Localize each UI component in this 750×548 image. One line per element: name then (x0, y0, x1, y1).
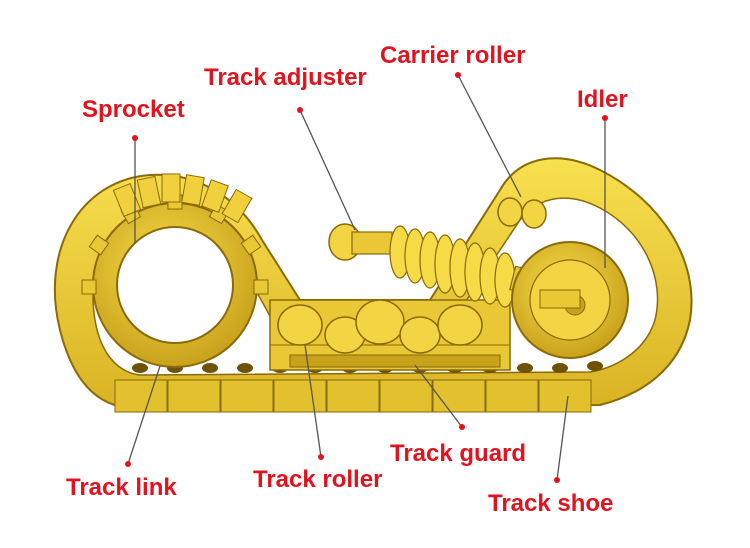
label-track-adjuster: Track adjuster (204, 64, 367, 91)
label-track-guard: Track guard (390, 440, 527, 467)
label-track-link: Track link (66, 474, 177, 501)
idler-wheel (511, 241, 629, 359)
track-rollers (277, 299, 483, 354)
track-guard (289, 354, 501, 368)
label-carrier-roller: Carrier roller (380, 42, 526, 69)
sprocket-wheel (81, 173, 269, 368)
label-track-shoe: Track shoe (488, 490, 614, 517)
label-track-roller: Track roller (253, 466, 383, 493)
label-sprocket: Sprocket (82, 96, 185, 123)
track-shoes (114, 379, 592, 413)
leader-lines (125, 72, 608, 483)
label-idler: Idler (577, 86, 628, 113)
carrier-roller (497, 197, 547, 229)
